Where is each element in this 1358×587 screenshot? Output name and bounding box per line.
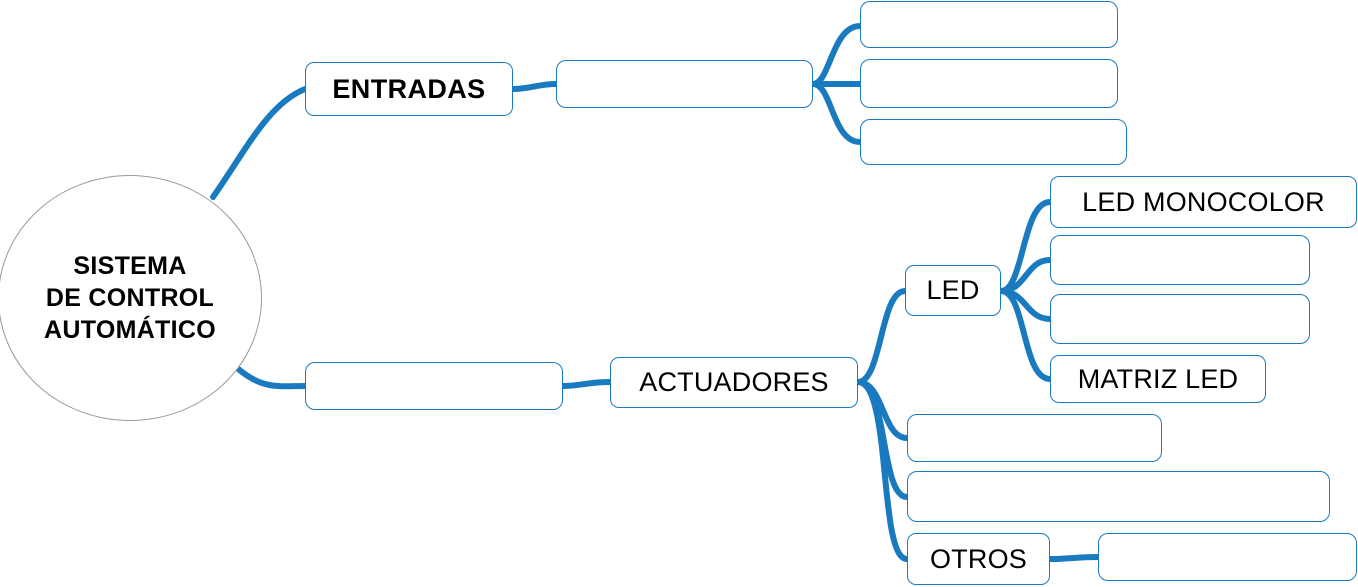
edge-entradas-child bbox=[510, 81, 559, 92]
node-led-label: LED bbox=[926, 275, 980, 306]
node-matriz-led-label: MATRIZ LED bbox=[1077, 363, 1239, 394]
node-entradas-label: ENTRADAS bbox=[332, 73, 486, 104]
node-matriz-led[interactable]: MATRIZ LED bbox=[1050, 355, 1266, 403]
node-otros[interactable]: OTROS bbox=[907, 533, 1050, 585]
edge-intermediate-actuadores bbox=[560, 379, 613, 389]
node-entradas-child[interactable] bbox=[556, 60, 813, 108]
node-entradas[interactable]: ENTRADAS bbox=[305, 62, 513, 116]
node-entradas-grandchild-3[interactable] bbox=[860, 119, 1127, 165]
edge-led-box2 bbox=[998, 257, 1053, 294]
root-label-line-3: AUTOMÁTICO bbox=[44, 316, 216, 344]
edge-root-actuadores bbox=[233, 364, 308, 390]
node-led[interactable]: LED bbox=[905, 265, 1001, 316]
edge-child-box3 bbox=[810, 81, 863, 145]
edge-led-box3 bbox=[998, 288, 1053, 322]
node-led-child-2[interactable] bbox=[1050, 235, 1310, 285]
edge-actuadores-led bbox=[855, 288, 908, 385]
edge-actuadores-otros bbox=[855, 379, 910, 562]
root-label: SISTEMA DE CONTROL AUTOMÁTICO bbox=[44, 250, 216, 346]
edge-actuadores-child2 bbox=[855, 379, 910, 500]
edge-child-box1 bbox=[810, 23, 863, 87]
node-led-monocolor-label: LED MONOCOLOR bbox=[1082, 186, 1325, 217]
node-otros-label: OTROS bbox=[929, 543, 1027, 574]
node-actuadores-child-3[interactable] bbox=[907, 471, 1330, 522]
node-entradas-grandchild-1[interactable] bbox=[860, 1, 1118, 48]
node-entradas-grandchild-2[interactable] bbox=[860, 59, 1118, 108]
root-node[interactable]: SISTEMA DE CONTROL AUTOMÁTICO bbox=[0, 175, 262, 421]
edge-led-matriz bbox=[998, 288, 1053, 382]
node-actuadores-child-2[interactable] bbox=[907, 414, 1162, 462]
edge-otros-child bbox=[1047, 554, 1101, 562]
node-actuadores-intermediate[interactable] bbox=[305, 362, 563, 410]
root-label-line-2: DE CONTROL bbox=[45, 284, 215, 312]
node-otros-child[interactable] bbox=[1098, 533, 1357, 581]
node-led-child-3[interactable] bbox=[1050, 294, 1310, 344]
node-actuadores-label: ACTUADORES bbox=[639, 367, 829, 398]
edge-led-monocolor bbox=[998, 199, 1053, 294]
edge-actuadores-child1 bbox=[855, 379, 910, 441]
node-led-monocolor[interactable]: LED MONOCOLOR bbox=[1050, 176, 1357, 228]
edge-root-entradas bbox=[210, 86, 308, 200]
node-actuadores[interactable]: ACTUADORES bbox=[610, 357, 858, 408]
root-label-line-1: SISTEMA bbox=[73, 252, 187, 280]
